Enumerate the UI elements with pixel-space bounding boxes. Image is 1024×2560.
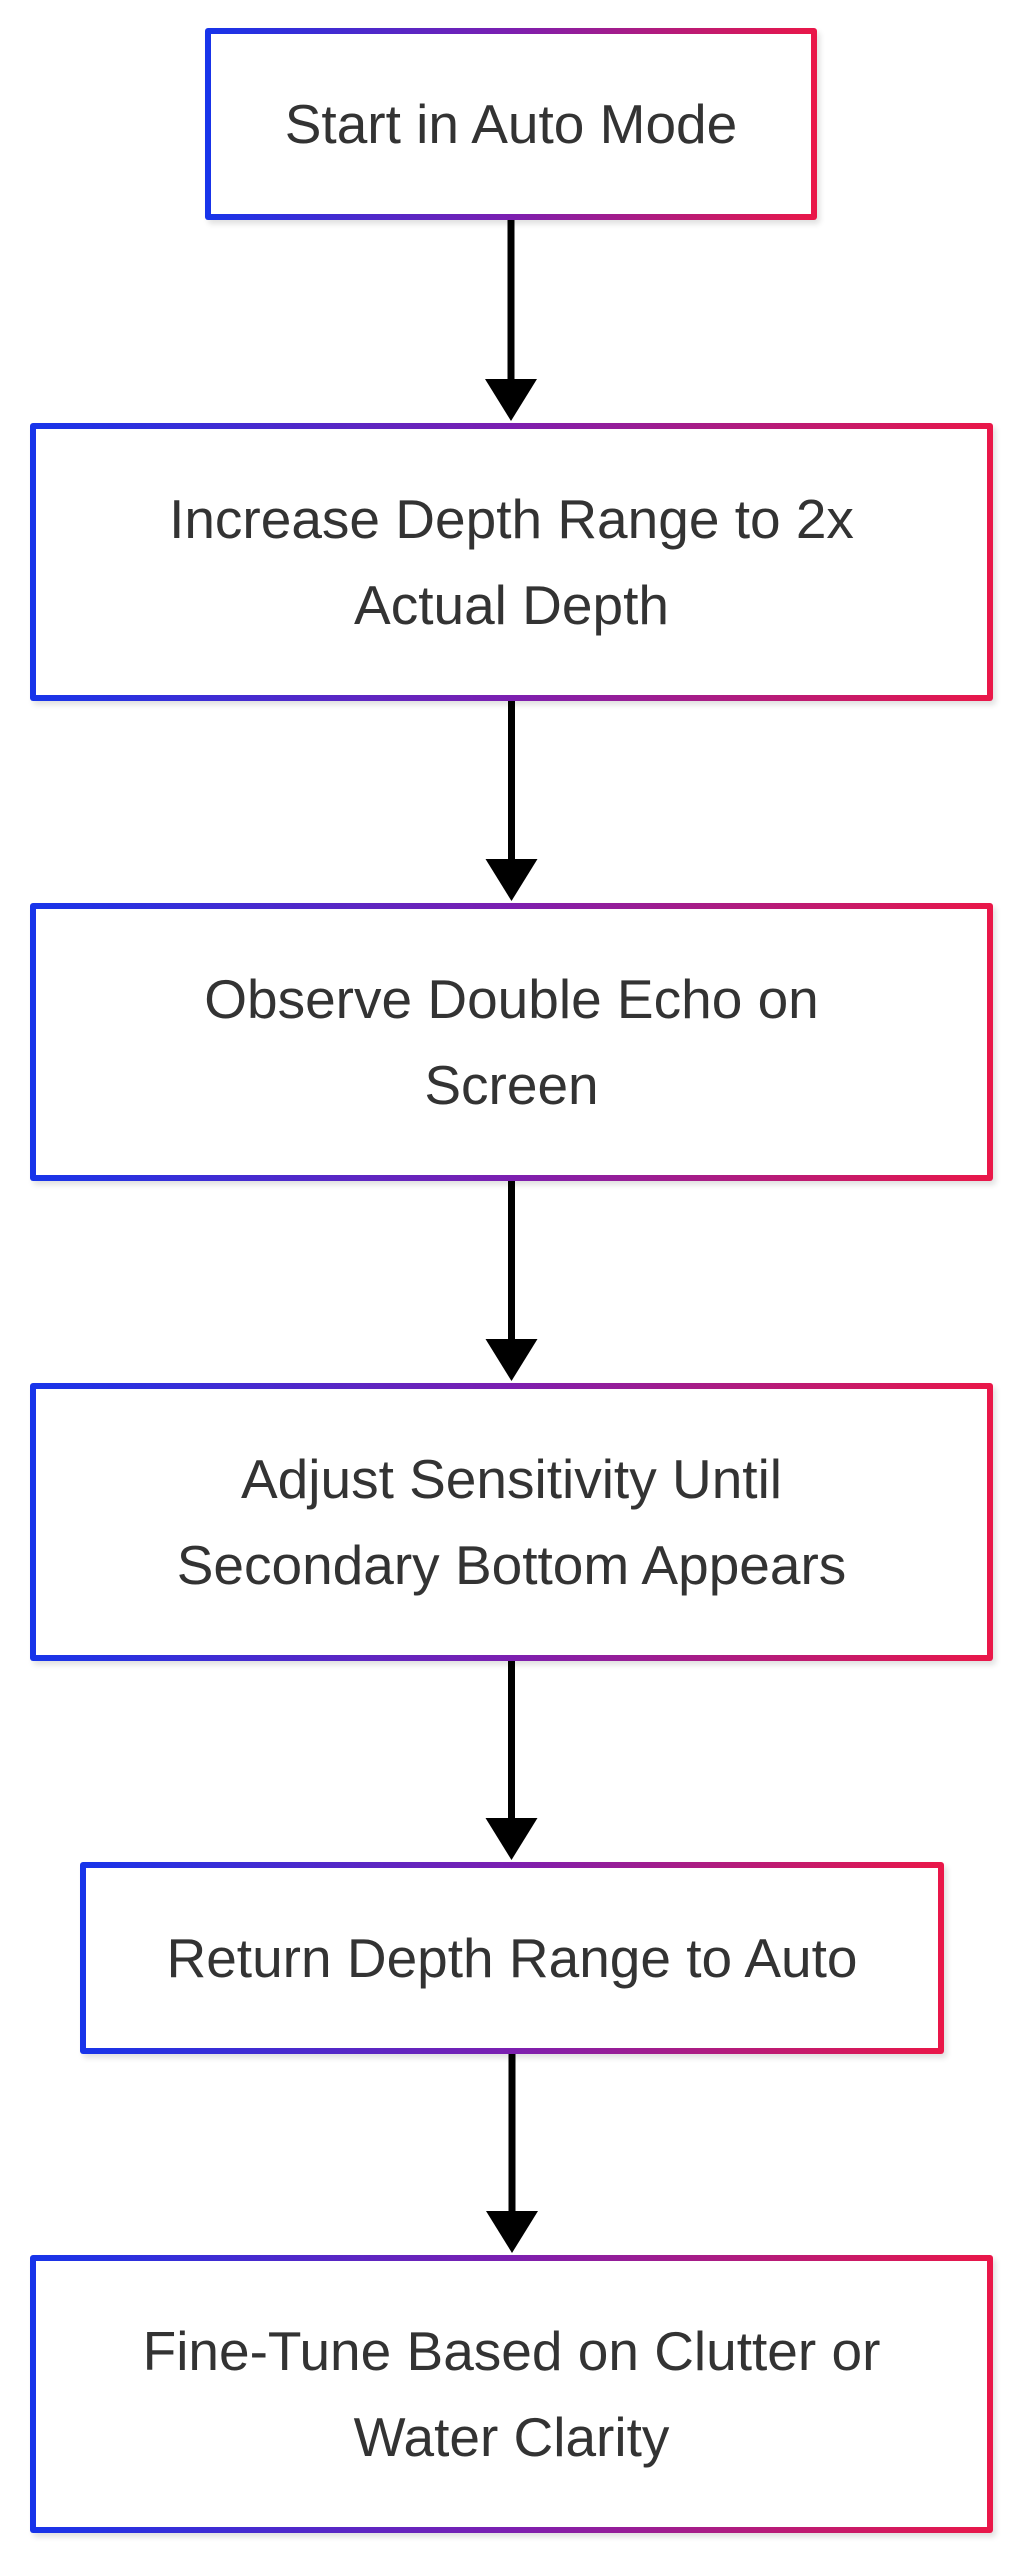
flow-node-increase-depth-range: Increase Depth Range to 2x Actual Depth xyxy=(30,423,993,701)
flow-arrow-5 xyxy=(486,2054,538,2253)
node-label: Observe Double Echo on Screen xyxy=(204,968,819,1116)
flow-node-observe-double-echo: Observe Double Echo on Screen xyxy=(30,903,993,1181)
node-label: Fine-Tune Based on Clutter or Water Clar… xyxy=(142,2320,881,2468)
flow-node-fine-tune: Fine-Tune Based on Clutter or Water Clar… xyxy=(30,2255,993,2533)
flow-arrow-3 xyxy=(485,1181,538,1381)
node-label: Adjust Sensitivity Until Secondary Botto… xyxy=(176,1448,847,1596)
arrow-head xyxy=(485,1339,538,1381)
flow-node-start-auto-mode: Start in Auto Mode xyxy=(205,28,817,220)
arrow-head xyxy=(485,379,537,421)
flow-arrow-4 xyxy=(485,1661,538,1860)
arrow-head xyxy=(485,1818,538,1860)
flow-arrow-2 xyxy=(485,701,538,901)
node-label: Return Depth Range to Auto xyxy=(166,1927,858,1989)
node-label: Increase Depth Range to 2x Actual Depth xyxy=(169,488,854,636)
arrow-head xyxy=(485,859,538,901)
flow-arrow-1 xyxy=(485,220,537,421)
arrow-head xyxy=(486,2211,538,2253)
flow-node-return-depth-range: Return Depth Range to Auto xyxy=(80,1862,944,2054)
flow-node-adjust-sensitivity: Adjust Sensitivity Until Secondary Botto… xyxy=(30,1383,993,1661)
node-label: Start in Auto Mode xyxy=(284,93,738,155)
